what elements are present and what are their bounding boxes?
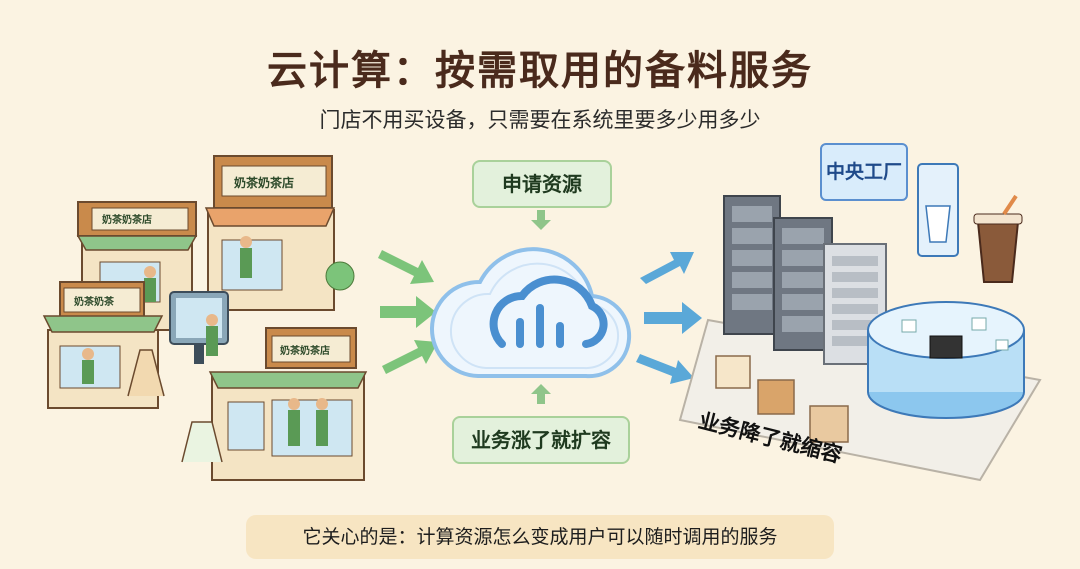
page-title: 云计算：按需取用的备料服务 bbox=[267, 48, 813, 94]
shop-sign: 奶茶奶茶 bbox=[74, 297, 114, 308]
kiosk-illustration bbox=[169, 291, 229, 364]
shop-illustration bbox=[42, 281, 165, 409]
ingredient-box-icon bbox=[715, 355, 849, 443]
resource-pool-icon bbox=[867, 301, 1025, 419]
server-rack-icon bbox=[773, 217, 833, 351]
shop-sign: 奶茶奶茶店 bbox=[102, 215, 152, 226]
cup-icon bbox=[917, 163, 959, 257]
shop-illustration bbox=[204, 155, 355, 311]
request-resources-label: 申请资源 bbox=[472, 160, 612, 208]
server-rack-icon bbox=[723, 195, 781, 335]
arrow-up-icon bbox=[531, 384, 551, 404]
central-factory-label: 中央工厂 bbox=[820, 143, 908, 201]
scale-up-label: 业务涨了就扩容 bbox=[452, 416, 630, 464]
shop-illustration bbox=[181, 327, 368, 481]
arrow-to-cloud-icon bbox=[378, 250, 438, 374]
page-subtitle: 门店不用买设备，只需要在系统里要多少用多少 bbox=[319, 108, 761, 132]
milk-tea-cup-icon bbox=[973, 194, 1023, 283]
shop-sign: 奶茶奶茶店 bbox=[234, 176, 295, 190]
arrow-down-icon bbox=[531, 210, 551, 230]
shop-sign: 奶茶奶茶店 bbox=[280, 346, 330, 357]
arrow-to-factory-icon bbox=[636, 252, 702, 384]
cloud-icon bbox=[430, 247, 632, 379]
footer-summary: 它关心的是：计算资源怎么变成用户可以随时调用的服务 bbox=[246, 515, 834, 559]
